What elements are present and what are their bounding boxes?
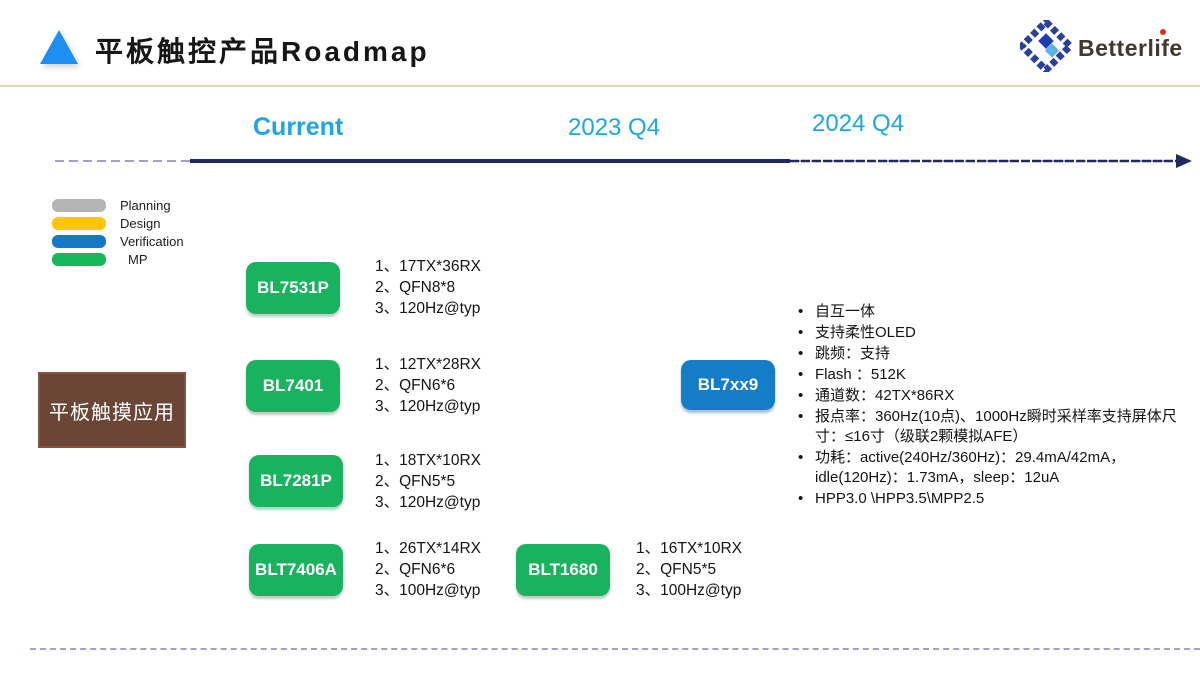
- spec-line: 3、120Hz@typ: [375, 398, 481, 415]
- legend-label: Verification: [120, 234, 184, 249]
- timeline-label-2024q4: 2024 Q4: [812, 110, 905, 137]
- spec-line: 1、26TX*14RX: [375, 540, 481, 557]
- spec-line: 2、QFN8*8: [375, 279, 456, 296]
- spec-line: 3、100Hz@typ: [636, 582, 742, 599]
- bottom-divider: [30, 648, 1200, 650]
- feature-item: 自互一体: [796, 302, 1200, 322]
- specs-bl7281p: 1、18TX*10RX 2、QFN5*5 3、120Hz@typ: [375, 450, 481, 513]
- specs-bl7401: 1、12TX*28RX 2、QFN6*6 3、120Hz@typ: [375, 354, 481, 417]
- feature-item: 通道数：42TX*86RX: [796, 386, 1200, 406]
- product-chip-blt7406a: BLT7406A: [249, 544, 343, 596]
- header-divider: [0, 85, 1200, 87]
- product-chip-bl7xx9: BL7xx9: [681, 360, 775, 410]
- legend-swatch-planning: [52, 199, 106, 212]
- specs-blt7406a: 1、26TX*14RX 2、QFN6*6 3、100Hz@typ: [375, 538, 481, 601]
- spec-line: 3、120Hz@typ: [375, 494, 481, 511]
- title-triangle-icon: [40, 30, 78, 64]
- spec-line: 2、QFN5*5: [636, 561, 717, 578]
- feature-item: Flash ：512K: [796, 365, 1200, 385]
- feature-item: 跳频：支持: [796, 344, 1200, 364]
- spec-line: 2、QFN6*6: [375, 561, 456, 578]
- feature-item: 支持柔性OLED: [796, 323, 1200, 343]
- product-chip-bl7401: BL7401: [246, 360, 340, 412]
- betterlife-logo: Betterlife: [1020, 20, 1183, 72]
- feature-item: 报点率：360Hz(10点)、1000Hz瞬时采样率支持屏体尺寸：≤16寸（级联…: [796, 407, 1200, 447]
- spec-line: 3、120Hz@typ: [375, 300, 481, 317]
- product-chip-blt1680: BLT1680: [516, 544, 610, 596]
- betterlife-logo-text: Betterlife: [1078, 34, 1183, 61]
- bl7xx9-feature-list: 自互一体 支持柔性OLED 跳频：支持 Flash ：512K 通道数：42TX…: [796, 302, 1200, 510]
- feature-item: HPP3.0 \HPP3.5\MPP2.5: [796, 489, 1200, 509]
- timeline-label-current: Current: [253, 113, 344, 141]
- timeline-label-2023q4: 2023 Q4: [568, 114, 661, 141]
- timeline-arrow: [55, 154, 1192, 168]
- spec-line: 2、QFN6*6: [375, 377, 456, 394]
- legend-swatch-design: [52, 217, 106, 230]
- spec-line: 2、QFN5*5: [375, 473, 456, 490]
- legend-item-planning: Planning: [52, 197, 184, 214]
- legend-swatch-mp: [52, 253, 106, 266]
- feature-item: 功耗：active(240Hz/360Hz)：29.4mA/42mA，idle(…: [796, 448, 1200, 488]
- legend-item-mp: MP: [52, 251, 184, 268]
- legend-label: Planning: [120, 198, 171, 213]
- legend: Planning Design Verification MP: [52, 197, 184, 269]
- betterlife-logo-icon: [1020, 20, 1072, 72]
- legend-swatch-verification: [52, 235, 106, 248]
- page-title: 平板触控产品Roadmap: [95, 36, 430, 67]
- spec-line: 3、100Hz@typ: [375, 582, 481, 599]
- spec-line: 1、18TX*10RX: [375, 452, 481, 469]
- logo-red-dot: [1160, 29, 1166, 35]
- spec-line: 1、16TX*10RX: [636, 540, 742, 557]
- legend-item-verification: Verification: [52, 233, 184, 250]
- spec-line: 1、17TX*36RX: [375, 258, 481, 275]
- specs-bl7531p: 1、17TX*36RX 2、QFN8*8 3、120Hz@typ: [375, 256, 481, 319]
- specs-blt1680: 1、16TX*10RX 2、QFN5*5 3、100Hz@typ: [636, 538, 742, 601]
- legend-label: Design: [120, 216, 161, 231]
- legend-label: MP: [128, 252, 148, 267]
- product-chip-bl7281p: BL7281P: [249, 455, 343, 507]
- category-box-tablet-touch: 平板触摸应用: [38, 372, 186, 448]
- spec-line: 1、12TX*28RX: [375, 356, 481, 373]
- legend-item-design: Design: [52, 215, 184, 232]
- product-chip-bl7531p: BL7531P: [246, 262, 340, 314]
